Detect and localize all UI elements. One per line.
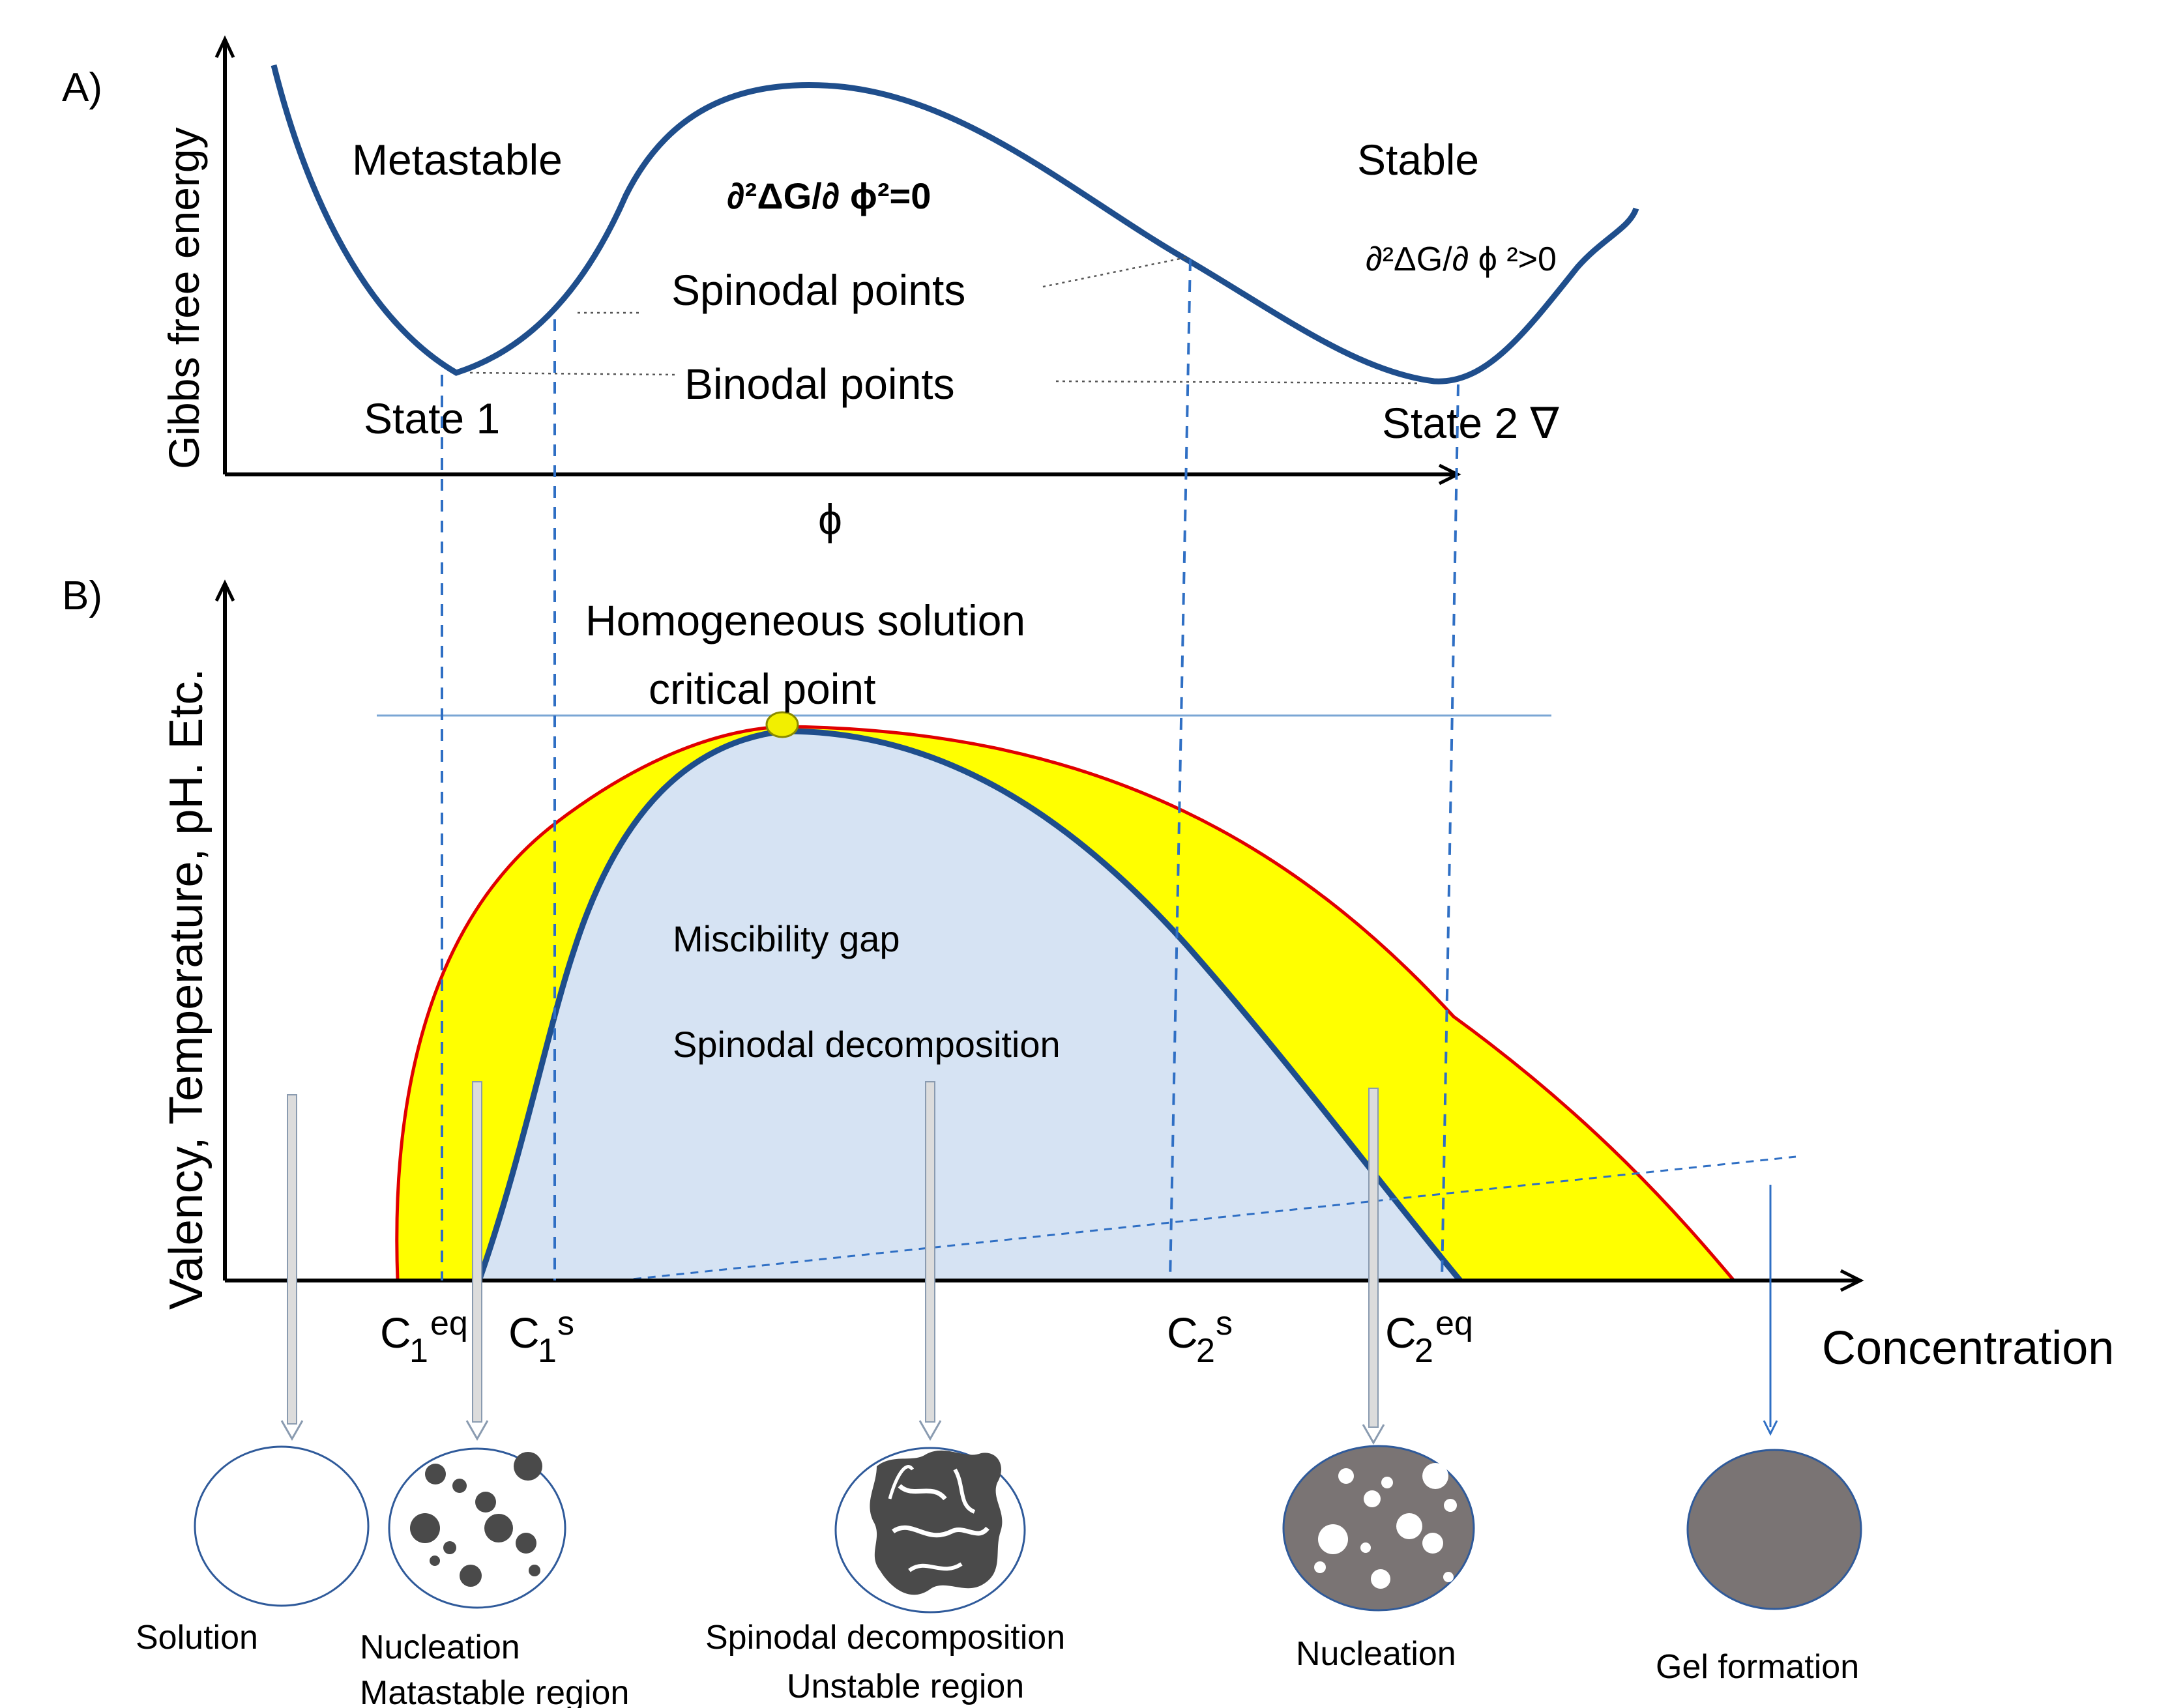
gel-caption: Gel formation bbox=[1656, 1648, 1859, 1686]
stable-label: Stable bbox=[1357, 136, 1479, 184]
spinodal-curve bbox=[476, 728, 1463, 1282]
spinodal-decomposition-label: Spinodal decomposition bbox=[673, 1024, 1061, 1065]
miscibility-gap-region bbox=[479, 731, 1460, 1281]
tick-c1-s-sup: s bbox=[557, 1305, 574, 1342]
tick-c2-eq-base: C bbox=[1385, 1309, 1416, 1357]
panel-b-label: B) bbox=[62, 573, 102, 618]
panel-a-label: A) bbox=[62, 65, 102, 110]
tick-c1-s-sub: 1 bbox=[538, 1332, 557, 1370]
state1-label: State 1 bbox=[364, 394, 500, 442]
spinodal-circle bbox=[834, 1447, 1026, 1614]
panel-a-y-label: Gibbs free energy bbox=[160, 127, 208, 469]
tick-c2-eq-sup: eq bbox=[1435, 1305, 1473, 1342]
state-arrows bbox=[280, 1081, 1778, 1445]
arrow-solution bbox=[280, 1094, 304, 1441]
arrow-gel bbox=[1763, 1185, 1778, 1436]
state-captions: Solution Nucleation Matastable region Sp… bbox=[136, 1619, 1859, 1708]
stable-condition: ∂²ΔG/∂ ϕ ²>0 bbox=[1366, 240, 1557, 278]
binodal-leader-right bbox=[1055, 380, 1422, 384]
tick-c1-eq-base: C bbox=[380, 1309, 411, 1357]
projection-c2-eq bbox=[1441, 384, 1459, 1281]
panel-b-x-arrow bbox=[1840, 1269, 1864, 1292]
state-illustrations bbox=[194, 1445, 1862, 1614]
nucleation-1-caption-line1: Nucleation bbox=[360, 1628, 520, 1666]
nucleation-1-circle bbox=[388, 1447, 566, 1609]
nucleation-2-caption: Nucleation bbox=[1296, 1635, 1456, 1673]
binodal-leader-left bbox=[469, 371, 675, 376]
critical-point-marker bbox=[765, 711, 799, 738]
spinodal-condition: ∂²ΔG/∂ ϕ²=0 bbox=[727, 175, 931, 216]
tick-c2-s-sub: 2 bbox=[1196, 1332, 1215, 1370]
tick-c2-s-base: C bbox=[1167, 1309, 1198, 1357]
arrow-nucleation-2 bbox=[1362, 1088, 1385, 1445]
binodal-points-label: Binodal points bbox=[684, 360, 955, 408]
nucleation-1-caption-line2: Matastable region bbox=[360, 1674, 629, 1708]
projection-lines bbox=[441, 259, 1459, 1281]
spinodal-points-label: Spinodal points bbox=[671, 266, 965, 314]
tick-c2-s: C 2 s bbox=[1167, 1305, 1233, 1370]
nucleation-2-circle bbox=[1282, 1445, 1475, 1612]
tick-c1-eq-sub: 1 bbox=[409, 1332, 428, 1370]
metastable-label: Metastable bbox=[352, 136, 563, 184]
panel-b-x-label: Concentration bbox=[1822, 1322, 2114, 1374]
panel-b-y-label: Valency, Temperature, pH. Etc. bbox=[160, 669, 213, 1310]
binodal-curve bbox=[395, 725, 1735, 1282]
tick-c1-s-base: C bbox=[508, 1309, 540, 1357]
spinodal-caption-line1: Spinodal decomposition bbox=[705, 1619, 1065, 1657]
arrow-spinodal bbox=[918, 1081, 942, 1441]
panel-a: A) Gibbs free energy ϕ Metastable Stable… bbox=[62, 35, 1639, 543]
solution-circle bbox=[194, 1445, 370, 1607]
solution-caption: Solution bbox=[136, 1619, 258, 1657]
gel-circle bbox=[1686, 1449, 1862, 1610]
tick-c1-eq-sup: eq bbox=[430, 1305, 468, 1342]
gel-line bbox=[619, 1155, 1796, 1282]
projection-c2-s bbox=[1169, 259, 1192, 1281]
state2-label: State 2 ∇ bbox=[1382, 399, 1559, 447]
panel-b: B) Valency, Temperature, pH. Etc. Concen… bbox=[62, 573, 2114, 1374]
tick-c2-s-sup: s bbox=[1216, 1305, 1233, 1342]
tick-c2-eq: C 2 eq bbox=[1385, 1305, 1473, 1370]
gibbs-curve bbox=[271, 64, 1639, 384]
panel-b-y-arrow bbox=[214, 579, 235, 602]
panel-a-y-arrow bbox=[214, 35, 235, 59]
spinodal-leader-right bbox=[1042, 256, 1187, 288]
tick-c2-eq-sub: 2 bbox=[1415, 1332, 1433, 1370]
tick-c1-eq: C 1 eq bbox=[380, 1305, 468, 1370]
panel-a-x-label: ϕ bbox=[818, 495, 842, 543]
miscibility-gap-label: Miscibility gap bbox=[673, 918, 900, 959]
spinodal-caption-line2: Unstable region bbox=[787, 1668, 1024, 1705]
tick-c1-s: C 1 s bbox=[508, 1305, 574, 1370]
critical-point-label: critical point bbox=[649, 665, 875, 713]
homogeneous-label: Homogeneous solution bbox=[585, 596, 1025, 644]
arrow-nucleation-1 bbox=[465, 1081, 489, 1441]
